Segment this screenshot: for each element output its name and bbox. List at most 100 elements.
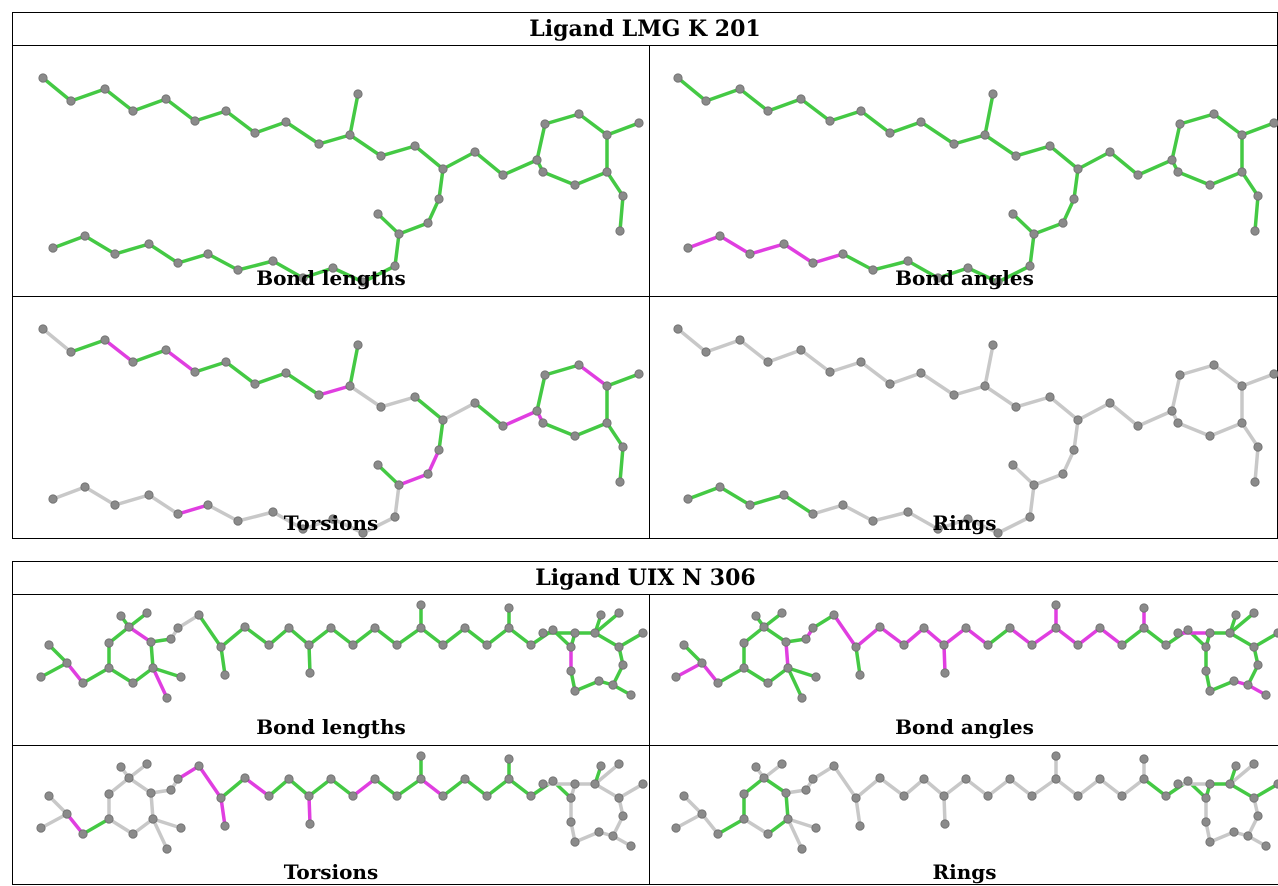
bond — [1048, 144, 1080, 171]
bond — [742, 817, 770, 836]
atom — [1201, 793, 1211, 803]
bond — [413, 395, 445, 422]
bond — [983, 343, 995, 388]
bond — [69, 87, 107, 103]
bond — [748, 493, 786, 507]
atom — [763, 829, 773, 839]
atom — [1025, 261, 1035, 271]
bond — [854, 625, 882, 649]
bond — [782, 493, 815, 516]
bond — [799, 348, 832, 374]
molecule-diagram — [38, 324, 644, 538]
bond — [543, 112, 581, 126]
bond — [413, 144, 445, 171]
atom — [1175, 370, 1185, 380]
atom — [570, 180, 580, 190]
atom — [715, 231, 725, 241]
bond — [786, 817, 804, 851]
atom — [1133, 421, 1143, 431]
atom — [394, 229, 404, 239]
bond — [219, 776, 247, 800]
bond — [376, 463, 401, 487]
atom — [933, 524, 943, 534]
bond — [1076, 150, 1112, 171]
atom — [980, 381, 990, 391]
bond — [841, 252, 875, 272]
bond — [271, 510, 305, 531]
atom — [1253, 811, 1263, 821]
atom — [540, 119, 550, 129]
bond — [1170, 373, 1182, 413]
bond — [373, 626, 399, 647]
atom — [44, 791, 54, 801]
bond — [107, 817, 135, 836]
atom — [1253, 442, 1263, 452]
atom — [570, 431, 580, 441]
atom — [614, 642, 624, 652]
atom — [1117, 640, 1127, 650]
atom — [526, 791, 536, 801]
atom — [713, 678, 723, 688]
atom — [1011, 151, 1021, 161]
atom — [438, 164, 448, 174]
bond — [952, 133, 987, 146]
atom — [745, 500, 755, 510]
bond — [832, 764, 858, 800]
bond — [113, 242, 151, 256]
atom — [739, 814, 749, 824]
bond — [718, 485, 752, 507]
bond — [906, 510, 940, 531]
bond — [397, 221, 430, 236]
atom — [124, 773, 134, 783]
atom — [416, 600, 426, 610]
atom — [314, 139, 324, 149]
bond — [1208, 170, 1244, 187]
row-divider — [13, 745, 1278, 746]
atom — [284, 774, 294, 784]
atom — [1209, 360, 1219, 370]
bond — [271, 259, 305, 280]
bond — [1008, 626, 1034, 647]
bond — [224, 109, 257, 135]
bond — [39, 661, 69, 679]
bond — [859, 109, 892, 135]
bond — [535, 373, 547, 413]
atom — [1269, 369, 1278, 379]
bond — [307, 626, 333, 647]
atom — [739, 638, 749, 648]
bond — [1048, 395, 1080, 422]
bond — [147, 242, 180, 265]
atom — [124, 622, 134, 632]
atom — [1095, 623, 1105, 633]
bond — [501, 158, 539, 177]
atom — [416, 774, 426, 784]
atom — [104, 789, 114, 799]
bond — [113, 493, 151, 507]
atom — [963, 514, 973, 524]
atom — [216, 793, 226, 803]
atom — [1205, 686, 1215, 696]
bond — [301, 517, 335, 531]
atom — [438, 640, 448, 650]
atom — [875, 622, 885, 632]
atom — [1027, 640, 1037, 650]
atom — [671, 823, 681, 833]
atom — [1167, 406, 1177, 416]
bond — [351, 626, 377, 647]
atom — [166, 785, 176, 795]
atom — [868, 265, 878, 275]
atom — [1261, 690, 1271, 700]
bond — [393, 232, 401, 268]
panel-caption: Rings — [932, 860, 997, 884]
atom — [1237, 130, 1247, 140]
atom — [220, 821, 230, 831]
atom — [78, 678, 88, 688]
bond — [151, 817, 169, 851]
bond — [437, 167, 445, 201]
atom — [608, 831, 618, 841]
atom — [949, 390, 959, 400]
bond — [351, 777, 377, 798]
bond — [1072, 167, 1080, 201]
bond — [1212, 363, 1244, 388]
bond — [983, 384, 1018, 409]
